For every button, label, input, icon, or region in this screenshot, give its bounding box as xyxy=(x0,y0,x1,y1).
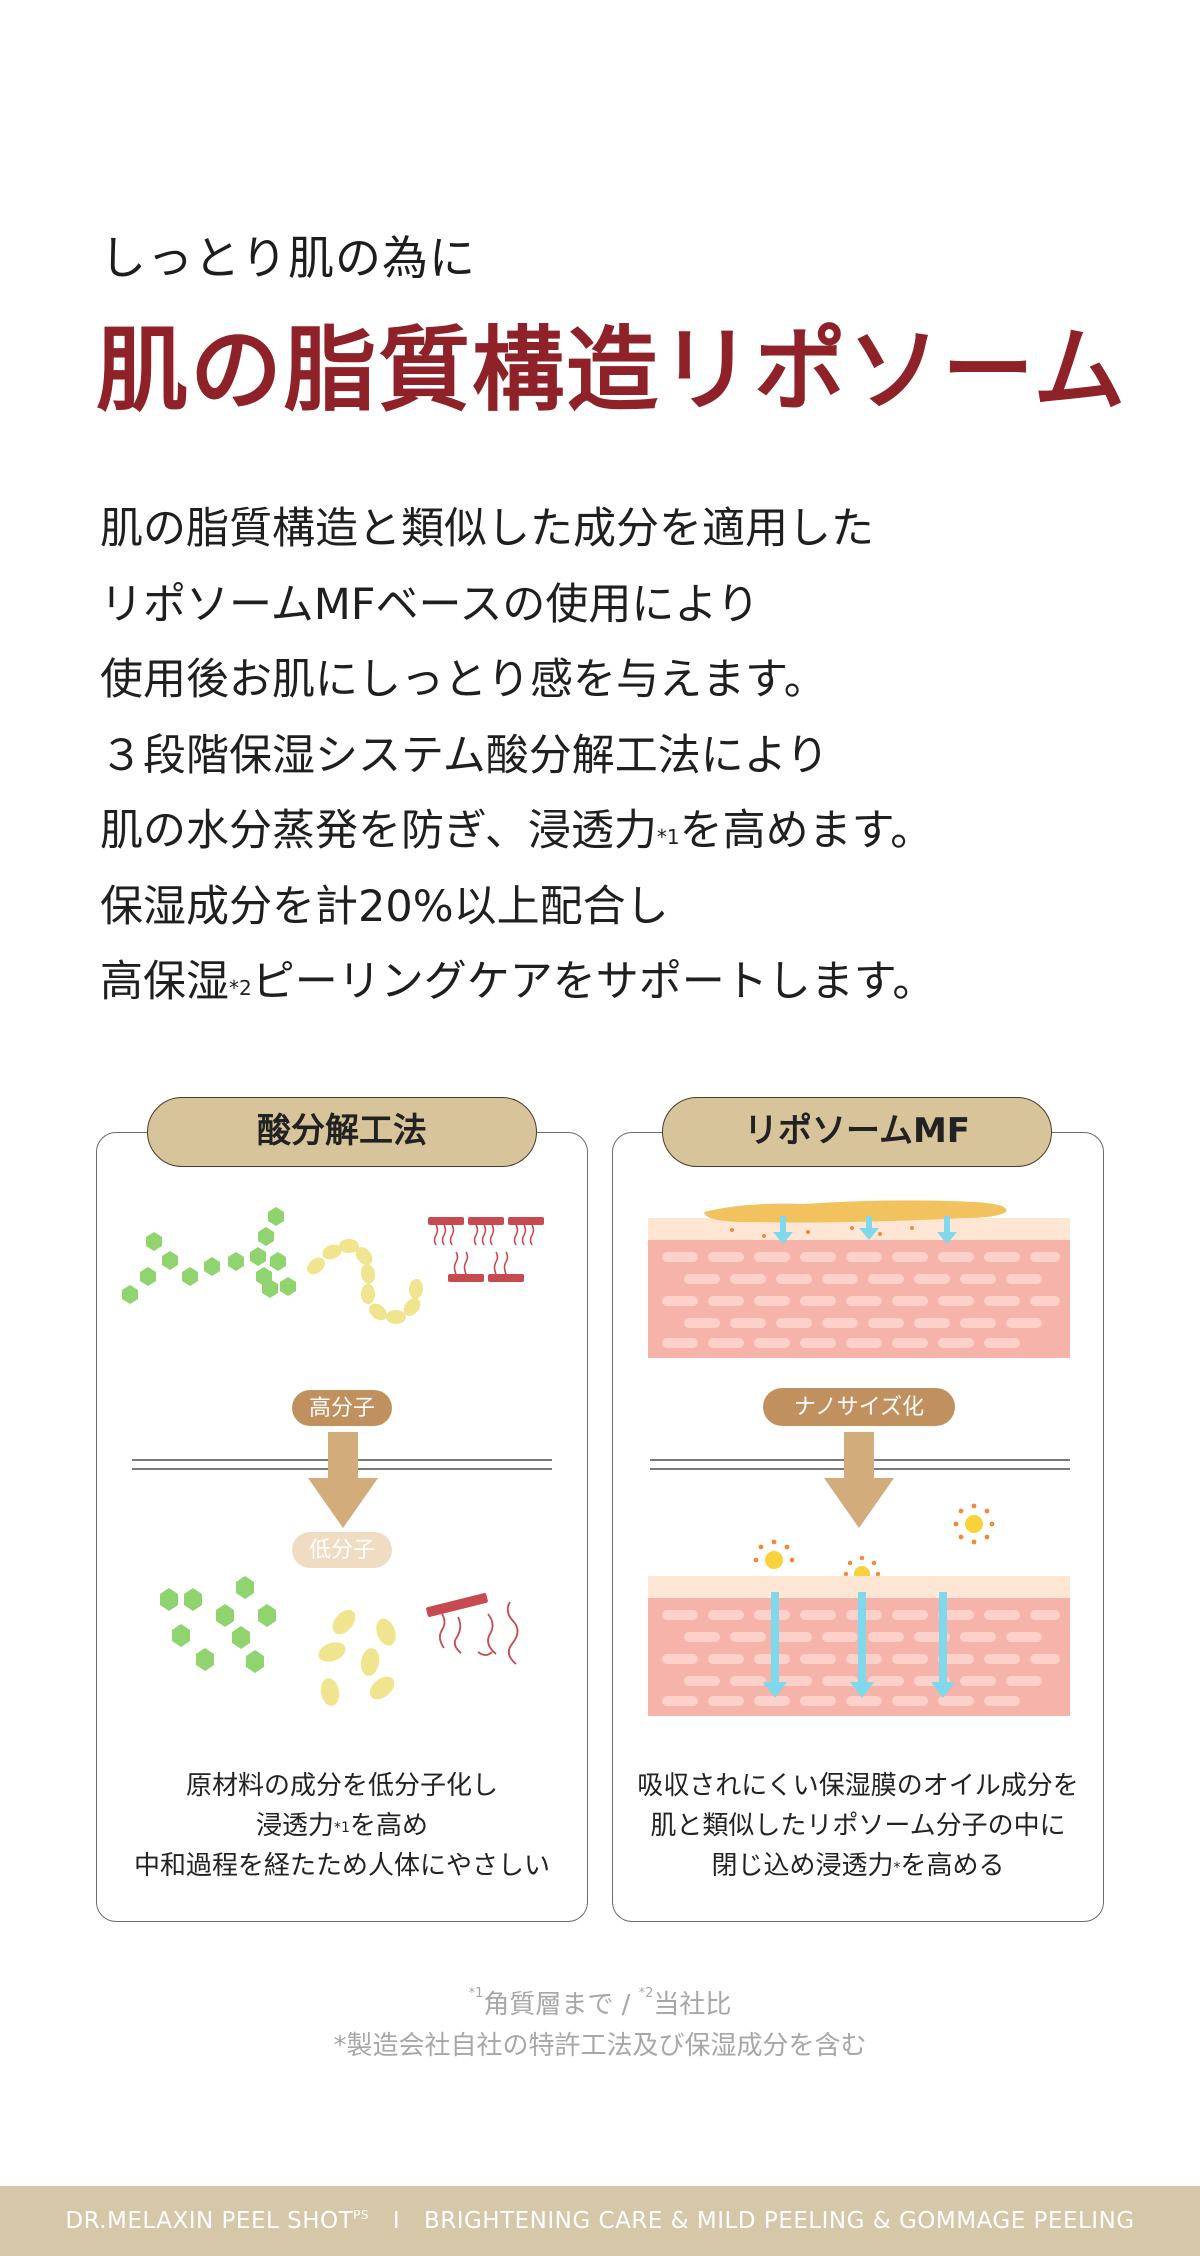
broken-lipid-icon xyxy=(426,1593,519,1665)
high-molecular-label: 高分子 xyxy=(309,1396,375,1421)
description-line: 使用後お肌にしっとり感を与えます。 xyxy=(100,655,827,705)
description-line: 高保湿*2ピーリングケアをサポートします。 xyxy=(100,957,936,1007)
description-line: リポソームMFベースの使用により xyxy=(100,579,760,630)
footnote-line-1: *1角質層まで / *2当社比 xyxy=(468,1986,732,2020)
liposome-sphere-icon xyxy=(753,1539,795,1569)
footer-separator: I xyxy=(392,2208,401,2234)
section-subtitle: しっとり肌の為に xyxy=(100,231,476,285)
skin-layer-top-icon xyxy=(648,1218,1070,1358)
green-molecules-scattered-icon xyxy=(160,1576,276,1673)
footnote-marker: *1 xyxy=(656,825,680,849)
liposome-card-title: リポソームMF xyxy=(662,1097,1052,1167)
penetration-arrows-icon xyxy=(763,1592,955,1698)
down-arrow-icon xyxy=(308,1432,378,1528)
footer-brand-sup: PS xyxy=(353,2208,370,2222)
description-line: ３段階保湿システム酸分解工法により xyxy=(100,730,829,781)
description-line: 保湿成分を計20%以上配合し xyxy=(100,881,669,932)
acid-decomposition-card-title: 酸分解工法 xyxy=(147,1097,537,1167)
footer-tagline: BRIGHTENING CARE & MILD PEELING & GOMMAG… xyxy=(423,2208,1135,2234)
down-arrow-icon xyxy=(824,1432,894,1528)
low-molecular-label: 低分子 xyxy=(309,1538,375,1563)
liposome-illustration: ナノサイズ化 xyxy=(648,1200,1070,1716)
high-molecular-label-bg xyxy=(292,1390,392,1426)
yellow-molecule-chain-icon xyxy=(307,1239,424,1324)
footer-brand: DR.MELAXIN PEEL SHOT xyxy=(65,2208,354,2234)
acid-decomposition-illustration: 高分子 低分子 xyxy=(122,1207,552,1706)
description-line: 肌の水分蒸発を防ぎ、浸透力*1を高めます。 xyxy=(100,806,934,856)
section-title: 肌の脂質構造リポソーム xyxy=(96,317,1128,424)
yellow-molecules-scattered-icon xyxy=(318,1609,396,1706)
surface-arrows-icon xyxy=(773,1216,957,1244)
liposome-caption: 吸収されにくい保湿膜のオイル成分を 肌と類似したリポソーム分子の中に 閉じ込め浸… xyxy=(637,1771,1079,1881)
footnote-line-2: *製造会社自社の特許工法及び保湿成分を含む xyxy=(333,2031,867,2061)
nano-label-bg xyxy=(763,1388,955,1426)
liposome-sphere-icon xyxy=(953,1503,995,1545)
nano-size-label: ナノサイズ化 xyxy=(794,1395,924,1420)
brand-footer: DR.MELAXIN PEEL SHOTPS I BRIGHTENING CAR… xyxy=(0,2186,1200,2256)
low-molecular-label-bg xyxy=(292,1532,392,1568)
oil-film-icon xyxy=(704,1200,1007,1223)
footnote-marker: *2 xyxy=(229,976,252,1000)
description-paragraph: 肌の脂質構造と類似した成分を適用した リポソームMFベースの使用により 使用後お… xyxy=(100,492,935,1021)
green-molecule-chain-icon xyxy=(122,1207,296,1304)
acid-decomposition-caption: 原材料の成分を低分子化し 浸透力*1を高め 中和過程を経たため人体にやさしい xyxy=(133,1771,550,1881)
description-line: 肌の脂質構造と類似した成分を適用した xyxy=(100,504,874,554)
lipid-bilayer-icon xyxy=(428,1217,544,1282)
